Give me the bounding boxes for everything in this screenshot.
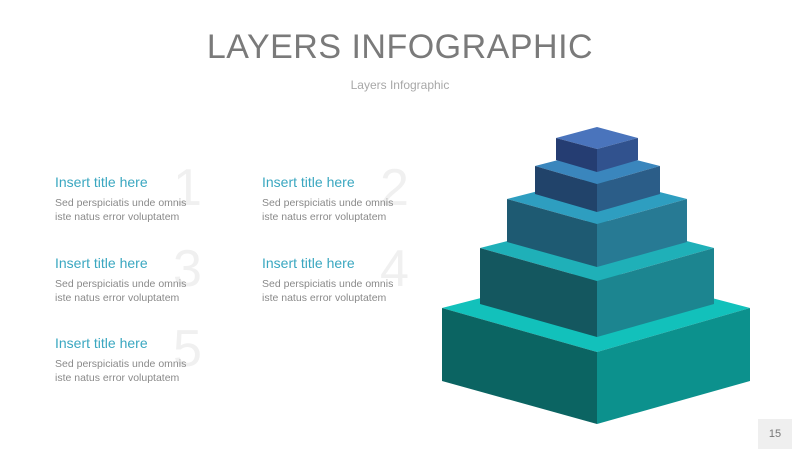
item-description: Sed perspiciatis unde omnis iste natus e… bbox=[55, 358, 187, 384]
item-description: Sed perspiciatis unde omnis iste natus e… bbox=[55, 197, 187, 223]
item-description: Sed perspiciatis unde omnis iste natus e… bbox=[262, 278, 394, 304]
list-item: 4 Insert title here Sed perspiciatis und… bbox=[262, 243, 452, 325]
item-title[interactable]: Insert title here bbox=[55, 255, 148, 271]
list-item: 3 Insert title here Sed perspiciatis und… bbox=[55, 243, 245, 325]
item-title[interactable]: Insert title here bbox=[55, 174, 148, 190]
item-number: 3 bbox=[173, 240, 202, 298]
list-item: 2 Insert title here Sed perspiciatis und… bbox=[262, 162, 452, 244]
item-number: 2 bbox=[380, 159, 409, 217]
item-number: 4 bbox=[380, 240, 409, 298]
item-number: 5 bbox=[173, 320, 202, 378]
slide-title: LAYERS INFOGRAPHIC bbox=[206, 28, 594, 66]
item-title[interactable]: Insert title here bbox=[262, 255, 355, 271]
list-item: 5 Insert title here Sed perspiciatis und… bbox=[55, 323, 245, 405]
item-description: Sed perspiciatis unde omnis iste natus e… bbox=[55, 278, 187, 304]
page-number: 15 bbox=[758, 419, 792, 449]
list-item: 1 Insert title here Sed perspiciatis und… bbox=[55, 162, 245, 244]
pyramid-layer-5[interactable] bbox=[556, 127, 638, 172]
slide-subtitle: Layers Infographic bbox=[350, 78, 450, 92]
item-title[interactable]: Insert title here bbox=[55, 335, 148, 351]
item-description: Sed perspiciatis unde omnis iste natus e… bbox=[262, 197, 394, 223]
item-number: 1 bbox=[173, 159, 202, 217]
item-title[interactable]: Insert title here bbox=[262, 174, 355, 190]
